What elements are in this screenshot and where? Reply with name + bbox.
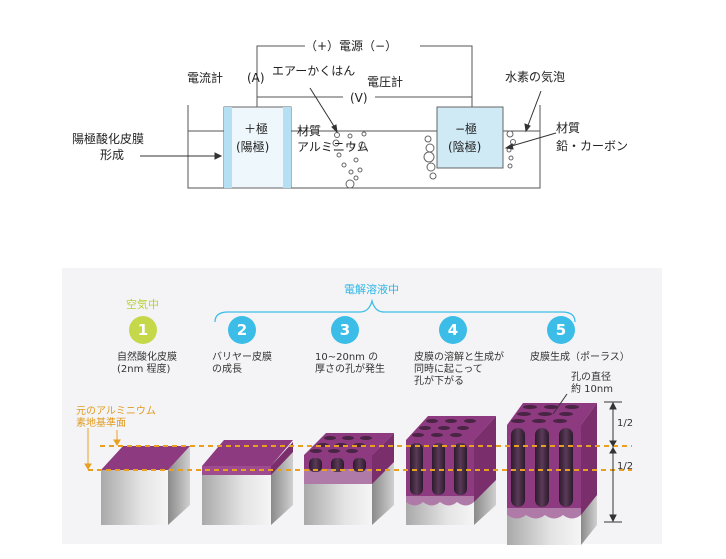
- step-1-desc: 自然酸化皮膜(2nm 程度): [117, 352, 177, 375]
- air-bubbles: [332, 131, 367, 189]
- hydrogen-bubbles: [423, 130, 516, 180]
- ammeter-symbol: (A): [247, 71, 265, 85]
- step-3-desc: 10~20nm の厚さの孔が発生: [315, 352, 385, 375]
- block-2: [202, 440, 293, 525]
- anode-label: ＋極: [244, 122, 269, 136]
- anode-material: アルミニウム: [297, 140, 369, 154]
- cathode: [436, 106, 504, 169]
- upper-half-label: 1/2: [617, 418, 634, 429]
- step-circle-4: [439, 316, 467, 344]
- air-label: 空気中: [126, 298, 159, 311]
- electrolysis-cell: [140, 45, 557, 189]
- step-circles: [129, 316, 575, 344]
- reference-arrows: [84, 428, 121, 470]
- step-2-desc: バリヤー皮膜の成長: [212, 352, 272, 375]
- power-source-label: （+）電源（−）: [305, 39, 398, 53]
- reference-surface-label: 元のアルミニウム素地基準面: [76, 406, 156, 429]
- cathode-material-label: 材質: [556, 121, 581, 135]
- pore-diameter-label: 孔の直径約 10nm: [571, 372, 613, 395]
- step-circle-5: [547, 316, 575, 344]
- step-4-desc: 皮膜の溶解と生成が同時に起こって孔が下がる: [414, 352, 504, 387]
- cathode-sublabel: (陰極): [448, 140, 482, 154]
- step-number-1: 1: [137, 321, 149, 339]
- step-circle-1: [129, 316, 157, 344]
- anode: [223, 106, 292, 189]
- leader-arrows: [140, 87, 557, 160]
- reference-lines: [88, 445, 632, 471]
- ammeter-label: 電流計: [187, 71, 224, 85]
- hydrogen-bubbles-label: 水素の気泡: [505, 70, 566, 84]
- block-1: [101, 446, 190, 525]
- voltmeter-label: 電圧計: [367, 75, 404, 89]
- lower-half-label: 1/2: [617, 461, 634, 472]
- step-number-4: 4: [447, 321, 459, 339]
- step-number-3: 3: [339, 321, 351, 339]
- block-3: [304, 433, 394, 525]
- electrolyte-brace: [214, 298, 576, 323]
- anode-sublabel: (陽極): [236, 140, 270, 154]
- anode-material-label: 材質: [297, 124, 322, 138]
- tank: [187, 105, 541, 189]
- voltmeter-symbol: (V): [350, 91, 368, 105]
- film-label: 陽極酸化皮膜: [72, 132, 145, 146]
- air-agitation-label: エアーかくはん: [272, 64, 356, 78]
- step-5-desc: 皮膜生成（ポーラス）: [530, 352, 630, 363]
- step-circle-2: [228, 316, 256, 344]
- block-5: [507, 403, 597, 545]
- film-sublabel: 形成: [100, 148, 125, 162]
- block-4: [406, 416, 496, 525]
- electrolyte-label: 電解溶液中: [344, 283, 399, 296]
- cathode-label: −極: [455, 122, 478, 136]
- step-circle-3: [331, 316, 359, 344]
- thickness-dimension: [552, 393, 622, 523]
- cathode-material: 鉛・カーボン: [556, 139, 629, 153]
- step-number-2: 2: [236, 321, 248, 339]
- power-wire: [256, 45, 473, 107]
- step-number-5: 5: [555, 321, 567, 339]
